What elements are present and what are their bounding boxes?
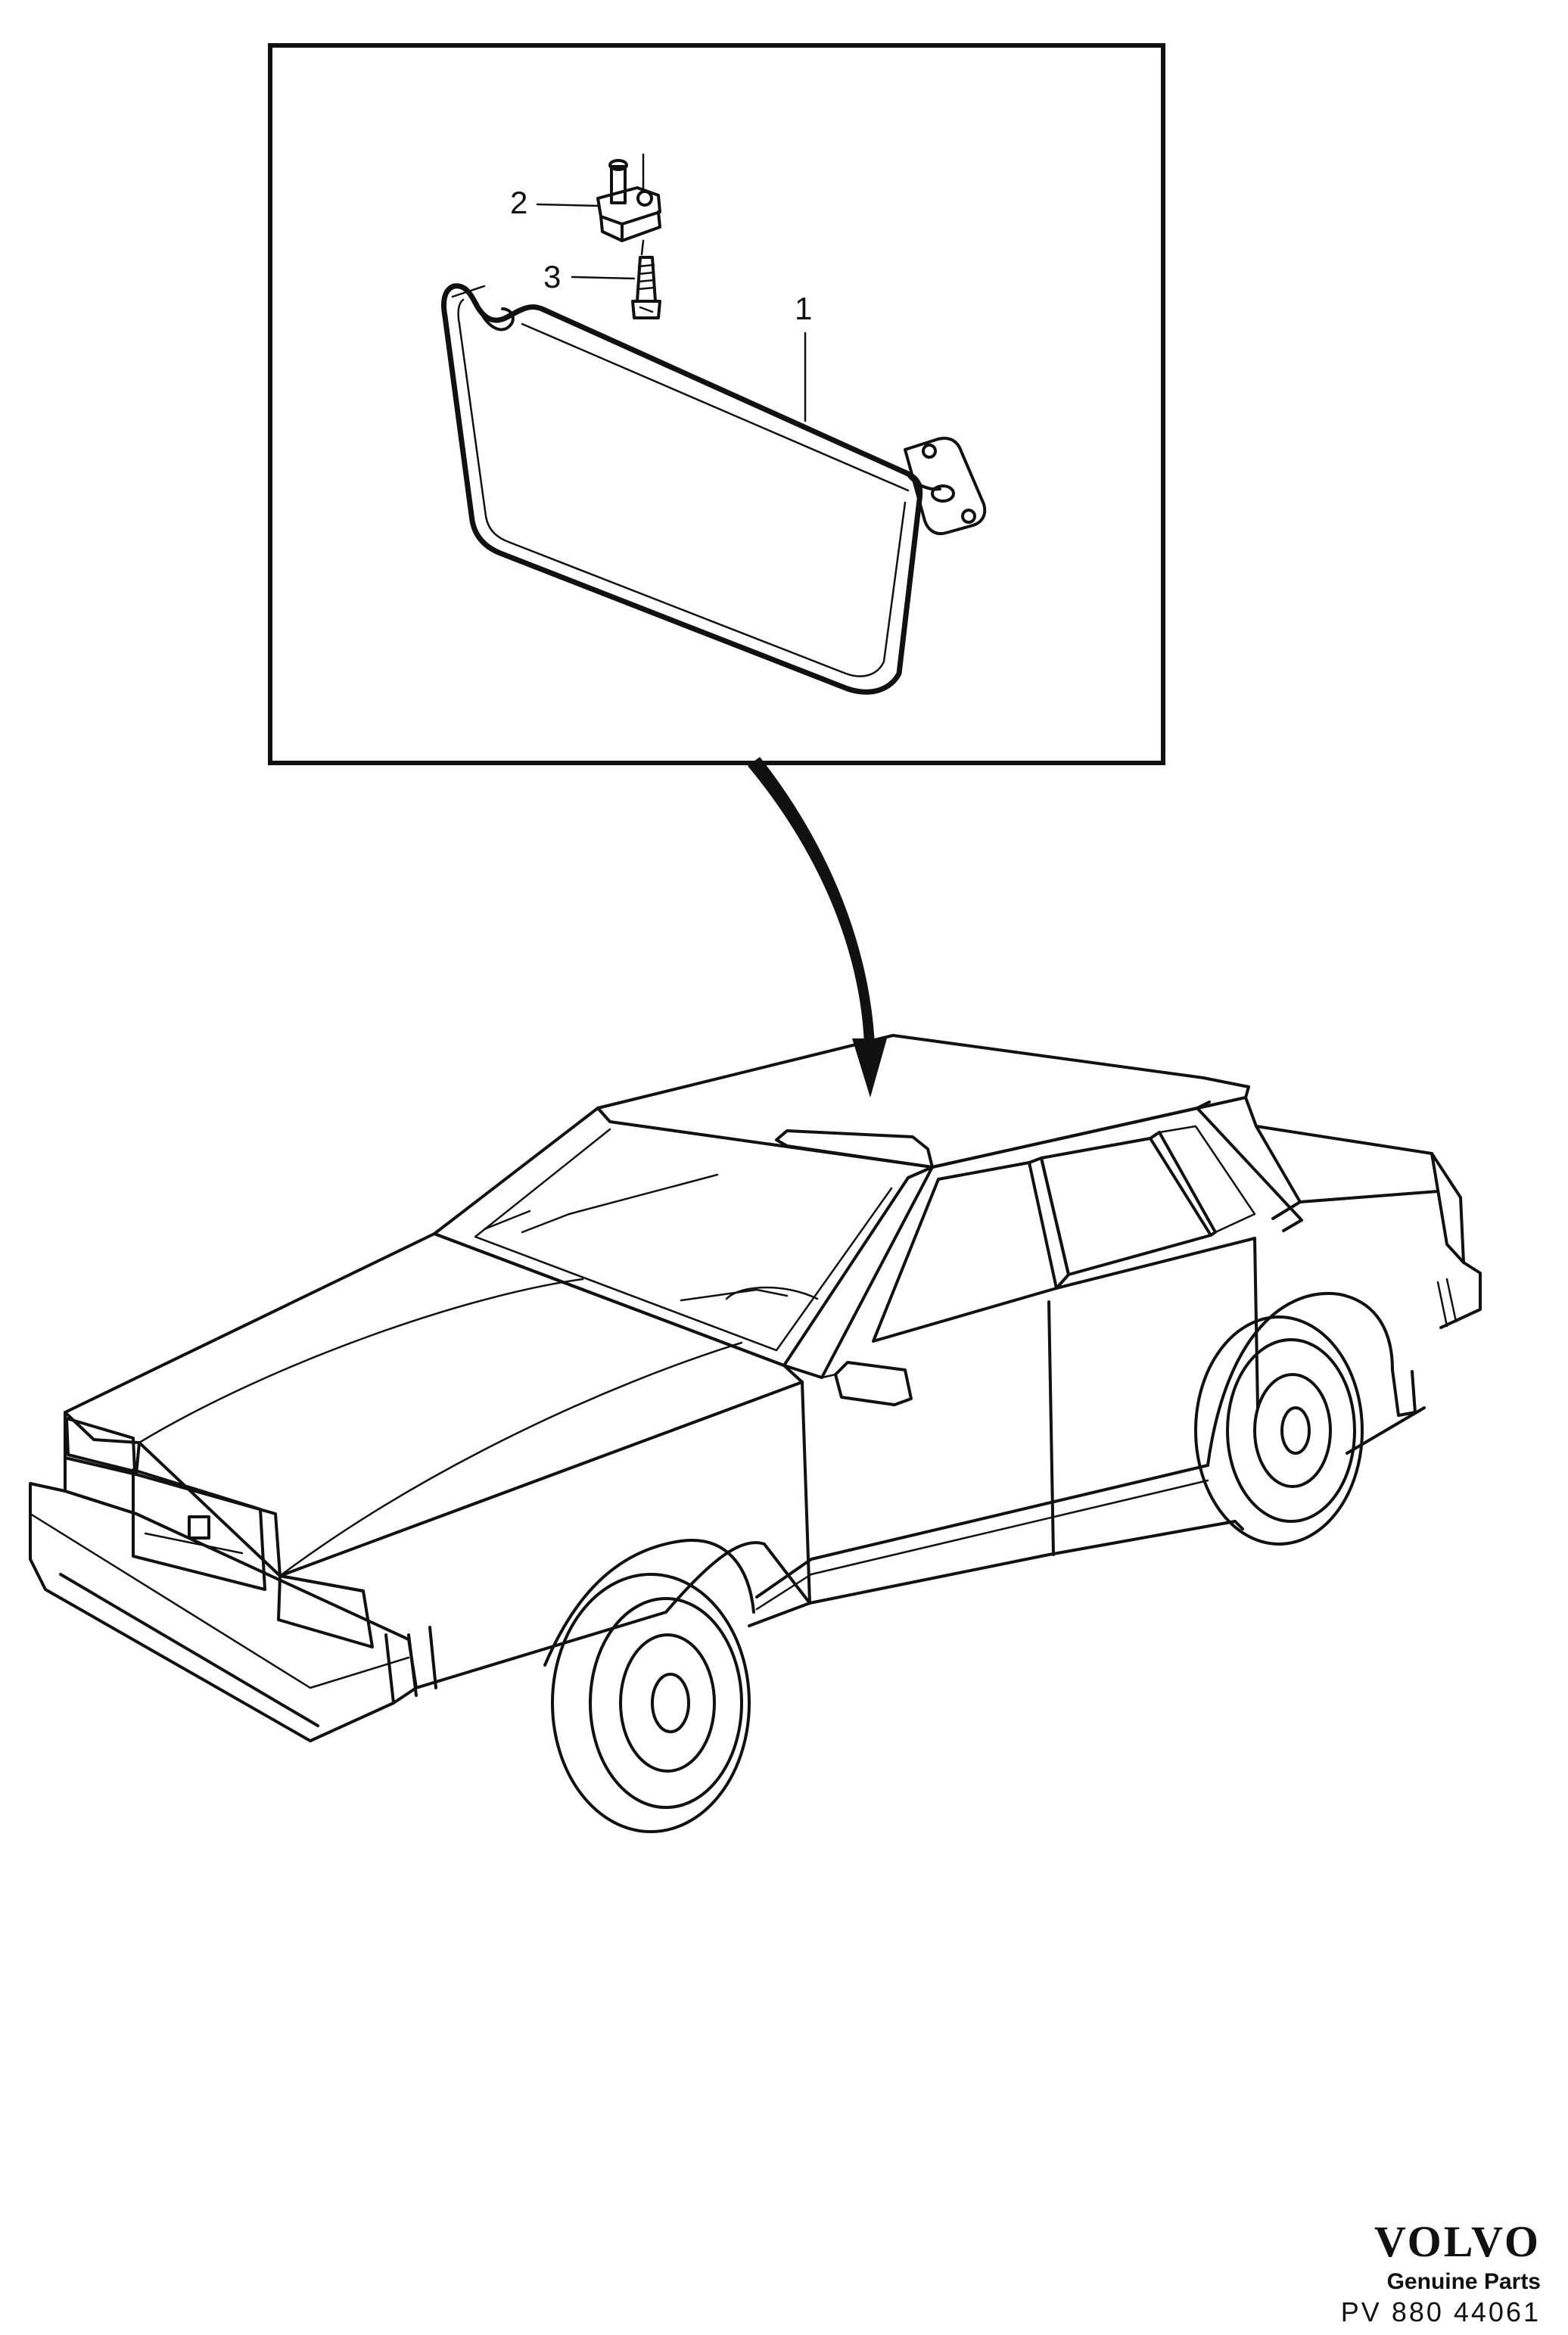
callout-leaders (536, 203, 807, 422)
diagram-code: PV 880 44061 (1340, 2296, 1541, 2327)
callout-3: 3 (543, 259, 561, 294)
volvo-logo: VOLVO (1374, 2217, 1541, 2266)
sun-visor-drawing (441, 283, 987, 695)
locator-arrow (748, 757, 887, 1097)
bracket-clip-drawing (596, 153, 661, 256)
screw-drawing (631, 256, 661, 319)
detail-inset-frame (268, 43, 1165, 765)
callout-2: 2 (510, 185, 527, 220)
genuine-parts-label: Genuine Parts (1386, 2269, 1541, 2294)
car-drawing (29, 1034, 1482, 1833)
callout-1: 1 (795, 291, 812, 326)
